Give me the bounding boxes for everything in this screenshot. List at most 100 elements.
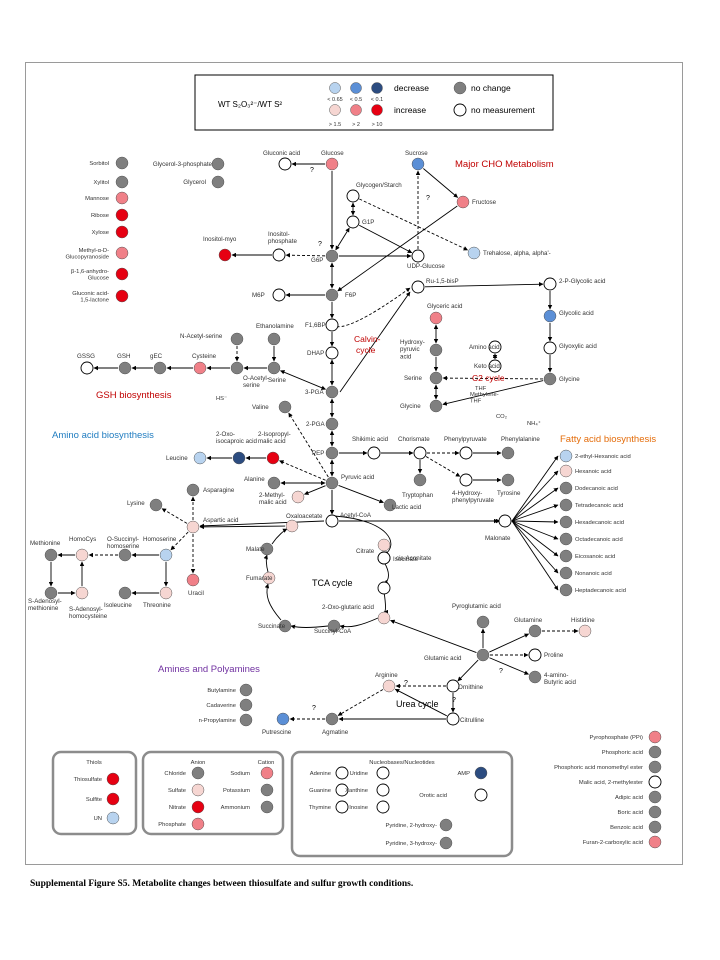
- node-sulfite: [106, 792, 120, 806]
- node-glucose: [325, 157, 339, 171]
- label-pyroglutamic-acid: Pyroglutamic acid: [452, 603, 501, 610]
- label-ornithine: Ornithine: [458, 684, 484, 691]
- pathway-arrow: [489, 657, 529, 675]
- label-chorismate: Chorismate: [398, 436, 430, 443]
- node-butylamine: [239, 683, 253, 697]
- node-tryptophan: [413, 473, 427, 487]
- label-4-hydroxy-phenylpyruvate: 4-Hydroxy-phenylpyruvate: [452, 490, 495, 504]
- label-nh4: NH₄⁺: [527, 420, 541, 427]
- node-phenylalanine: [501, 446, 515, 460]
- fatty-acid-arrow: [511, 520, 559, 540]
- node-keto-acid: [488, 359, 502, 373]
- node-octadecanoic-acid: [559, 532, 573, 546]
- node-xylose: [115, 225, 129, 239]
- title-calvin: Calvin-: [354, 334, 381, 344]
- label-uridine: Uridine: [350, 771, 368, 777]
- node-cis-aconitate: [377, 551, 391, 565]
- label-malic-acid-2-methylester: Malic acid, 2-methylester: [579, 780, 643, 786]
- label-thiosulfate: Thiosulfate: [74, 777, 102, 783]
- pathway-arrow: [337, 689, 384, 716]
- label-methyl-d-glucopyranoside: Methyl-α-D-Glucopyranoside: [65, 248, 109, 261]
- label-s-adenosyl-homocysteine: S-Adenosyl-homocysteine: [69, 606, 108, 620]
- legend-label: WT S₂O₃²⁻/WT S²: [218, 100, 282, 109]
- label-proline: Proline: [544, 652, 564, 659]
- label-tryptophan: Tryptophan: [402, 492, 434, 499]
- acetyl-to-aspartate-arrow: [199, 520, 325, 529]
- node-boric-acid: [648, 805, 662, 819]
- node-nitrate: [191, 800, 205, 814]
- node-phosphoric-acid: [648, 745, 662, 759]
- label-n-propylamine: n-Propylamine: [199, 718, 236, 724]
- node-homoserine: [159, 548, 173, 562]
- node-alanine: [267, 476, 281, 490]
- label-xylitol: Xylitol: [94, 180, 109, 186]
- label-cysteine: Cysteine: [192, 353, 217, 360]
- metabolic-pathway-diagram: WT S₂O₃²⁻/WT S²< 0.65< 0.5< 0.1> 1.5> 2>…: [28, 74, 662, 858]
- label-4-amino-butyric-acid: 4-amino-Butyric acid: [544, 672, 577, 686]
- legend-no-change-swatch: [453, 81, 467, 95]
- calvin-dashed-arrow: [331, 287, 411, 328]
- label-pyruvic-acid: Pyruvic acid: [341, 474, 375, 481]
- label-xylose: Xylose: [92, 230, 109, 236]
- pathway-arrow: [279, 460, 326, 481]
- pathway-arrow: [390, 619, 477, 653]
- label-pyridine-2-hydroxy: Pyridine, 2-hydroxy-: [385, 823, 437, 829]
- label-g6p: G6P: [311, 257, 323, 264]
- node-ribose: [115, 208, 129, 222]
- node-sorbitol: [115, 156, 129, 170]
- node-malonate: [498, 514, 512, 528]
- title-urea-cycle: Urea cycle: [396, 699, 439, 709]
- label-fumarate: Fumarate: [246, 575, 273, 582]
- label-2-pga: 2-PGA: [306, 421, 325, 428]
- tca-arc-7: [263, 554, 269, 573]
- node-citrulline: [446, 712, 460, 726]
- pathway-arrow: [423, 168, 458, 198]
- label-potassium: Potassium: [223, 788, 250, 794]
- label-hs: HS⁻: [216, 396, 227, 402]
- label-ribose: Ribose: [91, 213, 109, 219]
- question-mark-1: ?: [318, 241, 322, 248]
- label-gsh: GSH: [117, 353, 130, 360]
- label-2-isopropyl-malic-acid: 2-Isopropyl-malic acid: [258, 431, 291, 445]
- node-dodecanoic-acid: [559, 481, 573, 495]
- node-inositol-phosphate: [272, 248, 286, 262]
- label-inositol-phosphate: Inositol-phosphate: [268, 231, 297, 245]
- node-2-ethyl-hexanoic-acid: [559, 449, 573, 463]
- node-isoleucine: [118, 586, 132, 600]
- label-2-ethyl-hexanoic-acid: 2-ethyl-Hexanoic acid: [575, 454, 631, 460]
- node-pyridine-3-hydroxy: [439, 836, 453, 850]
- label-pep: PEP: [312, 450, 324, 457]
- node-pyruvic-acid: [325, 476, 339, 490]
- label-f6p: F6P: [345, 292, 356, 299]
- label-pyridine-3-hydroxy: Pyridine, 3-hydroxy-: [385, 841, 437, 847]
- title-c2-cycle: C2 cycle: [472, 373, 505, 383]
- node-glycerol-3-phosphate: [211, 157, 225, 171]
- label-ru-1-5-bisp: Ru-1,5-bisP: [426, 278, 459, 285]
- label-cadaverine: Cadaverine: [206, 703, 236, 709]
- label-histidine: Histidine: [571, 617, 595, 624]
- label-homocys: HomoCys: [69, 536, 96, 543]
- node-cadaverine: [239, 698, 253, 712]
- label-asparagine: Asparagine: [203, 487, 235, 494]
- label-2-p-glycolic-acid: 2-P-Glycolic acid: [559, 278, 606, 285]
- legend-inc-tick: > 1.5: [329, 122, 341, 128]
- node-ammonium: [260, 800, 274, 814]
- label-isocitrate: Isocitrate: [393, 556, 419, 563]
- label-phosphoric-acid: Phosphoric acid: [602, 750, 643, 756]
- thiols-title: Thiols: [86, 760, 102, 766]
- node-threonine: [159, 586, 173, 600]
- label-arginine: Arginine: [375, 672, 398, 679]
- label-thymine: Thymine: [309, 805, 331, 811]
- fatty-acid-arrow: [511, 455, 559, 522]
- label-g1p: G1P: [362, 219, 374, 226]
- label-ethanolamine: Ethanolamine: [256, 323, 294, 330]
- legend-inc-tick: > 2: [352, 122, 360, 128]
- ions-cation-title: Cation: [258, 760, 275, 766]
- node-methionine: [44, 548, 58, 562]
- node-fructose: [456, 195, 470, 209]
- label-m6p: M6P: [252, 292, 265, 299]
- node-s-adenosyl-methionine: [44, 586, 58, 600]
- question-mark-6: ?: [312, 705, 316, 712]
- node-acetyl-coa: [325, 514, 339, 528]
- label-dhap: DHAP: [307, 350, 324, 357]
